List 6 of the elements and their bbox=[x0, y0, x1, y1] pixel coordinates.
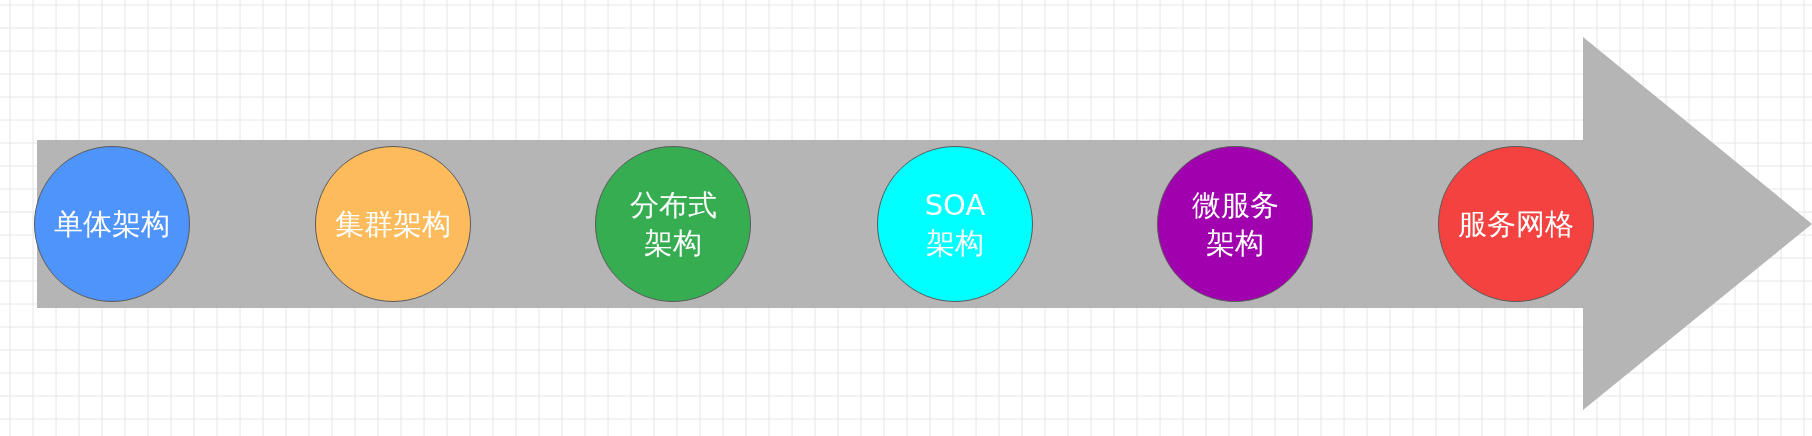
stage-label: 微服务架构 bbox=[1190, 187, 1280, 262]
stage-label: 单体架构 bbox=[54, 206, 170, 243]
stage-label: SOA架构 bbox=[923, 187, 987, 262]
stage-label: 分布式架构 bbox=[628, 187, 718, 262]
stage-label: 集群架构 bbox=[335, 206, 451, 243]
stage-label: 服务网格 bbox=[1458, 206, 1574, 243]
